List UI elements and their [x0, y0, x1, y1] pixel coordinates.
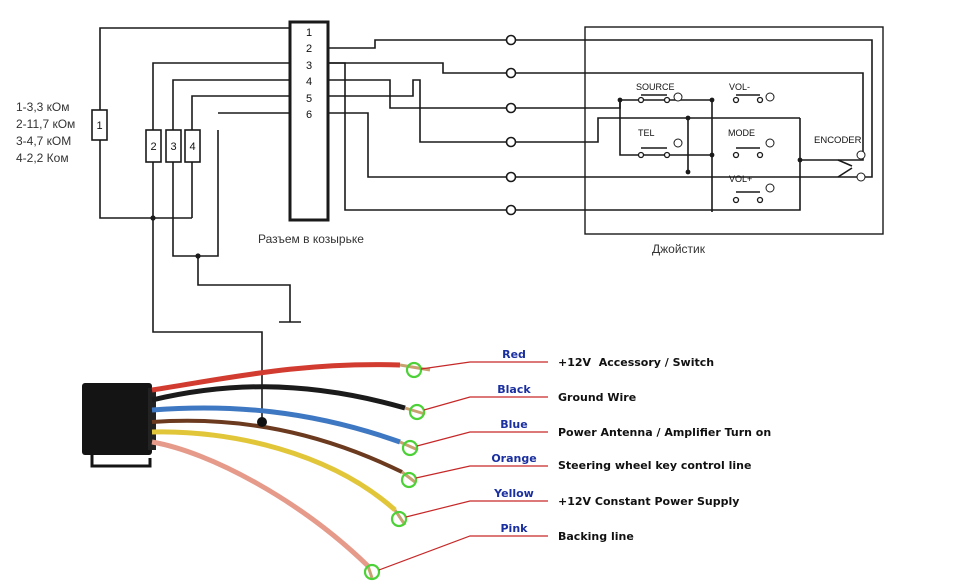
legend-line-1: 1-3,3 кОм	[16, 100, 70, 114]
mode-button-label: MODE	[728, 128, 755, 138]
connector-terminal-wiring	[328, 34, 517, 216]
wire-blue-function: Power Antenna / Amplifier Turn on	[558, 426, 771, 439]
wire-harness: Red Black Blue Orange Yellow Pink +12V A…	[82, 348, 771, 581]
resistance-legend: 1-3,3 кОм 2-11,7 кОм 3-4,7 кОМ 4-2,2 Ком	[16, 100, 75, 165]
encoder: ENCODER	[814, 135, 866, 182]
encoder-label: ENCODER	[814, 135, 862, 146]
wire-yellow	[151, 429, 397, 512]
resistor-wiring	[99, 27, 301, 420]
source-button-label: SOURCE	[636, 82, 675, 92]
resistor-3: 3	[165, 129, 182, 163]
joystick-label: Джойстик	[652, 242, 706, 256]
tel-button-label: TEL	[638, 128, 655, 138]
wire-orange	[151, 418, 403, 474]
wire-black	[151, 384, 406, 411]
mode-button: MODE	[728, 128, 775, 159]
resistor-1-label: 1	[96, 120, 102, 132]
source-button: SOURCE	[636, 82, 683, 104]
legend-line-4: 4-2,2 Ком	[16, 151, 69, 165]
connector-pin-5: 5	[306, 93, 312, 105]
wire-yellow-color: Yellow	[493, 487, 534, 500]
wire-red	[151, 362, 401, 393]
wire-yellow-function: +12V Constant Power Supply	[558, 495, 739, 508]
wire-pink-color: Pink	[501, 522, 529, 535]
marker-orange	[400, 471, 418, 489]
wire-red-color: Red	[502, 348, 526, 361]
wire-blue-color: Blue	[500, 418, 527, 431]
wire-red-function: +12V Accessory / Switch	[558, 356, 714, 369]
wire-black-function: Ground Wire	[558, 391, 636, 404]
harness-plug	[82, 383, 156, 468]
vol-plus-button: VOL+	[729, 174, 775, 204]
schematic: 1-3,3 кОм 2-11,7 кОм 3-4,7 кОМ 4-2,2 Ком…	[16, 20, 884, 420]
marker-black	[408, 403, 426, 421]
vol-minus-button: VOL-	[729, 82, 775, 104]
resistor-4-label: 4	[189, 141, 195, 153]
marker-red	[405, 361, 423, 379]
legend-line-3: 3-4,7 кОМ	[16, 134, 71, 148]
wire-blue	[151, 405, 401, 445]
resistor-2-label: 2	[150, 141, 156, 153]
marker-blue	[401, 439, 419, 457]
wire-pink-function: Backing line	[558, 530, 634, 543]
marker-yellow	[390, 510, 408, 528]
wire-black-color: Black	[497, 383, 531, 396]
connector-pin-4: 4	[306, 76, 312, 88]
wire-pink	[151, 439, 370, 568]
resistor-2: 2	[145, 129, 162, 163]
vol-minus-button-label: VOL-	[729, 82, 750, 92]
resistor-4: 4	[184, 129, 201, 163]
resistor-1: 1	[91, 109, 108, 141]
vol-plus-button-label: VOL+	[729, 174, 752, 184]
marker-pink	[363, 563, 381, 581]
connector-pin-3: 3	[306, 60, 312, 72]
connector-pin-1: 1	[306, 27, 312, 39]
connector-pin-6: 6	[306, 109, 312, 121]
joystick: Джойстик SOURCE	[516, 26, 884, 256]
tel-button: TEL	[637, 128, 683, 159]
legend-line-2: 2-11,7 кОм	[16, 117, 75, 131]
wire-orange-color: Orange	[491, 452, 536, 465]
connector-label: Разъем в козырьке	[258, 232, 364, 246]
wire-orange-function: Steering wheel key control line	[558, 459, 751, 472]
resistor-3-label: 3	[170, 141, 176, 153]
visor-connector: 1 2 3 4 5 6 Разъем в козырьке	[258, 20, 364, 246]
connector-pin-2: 2	[306, 43, 312, 55]
